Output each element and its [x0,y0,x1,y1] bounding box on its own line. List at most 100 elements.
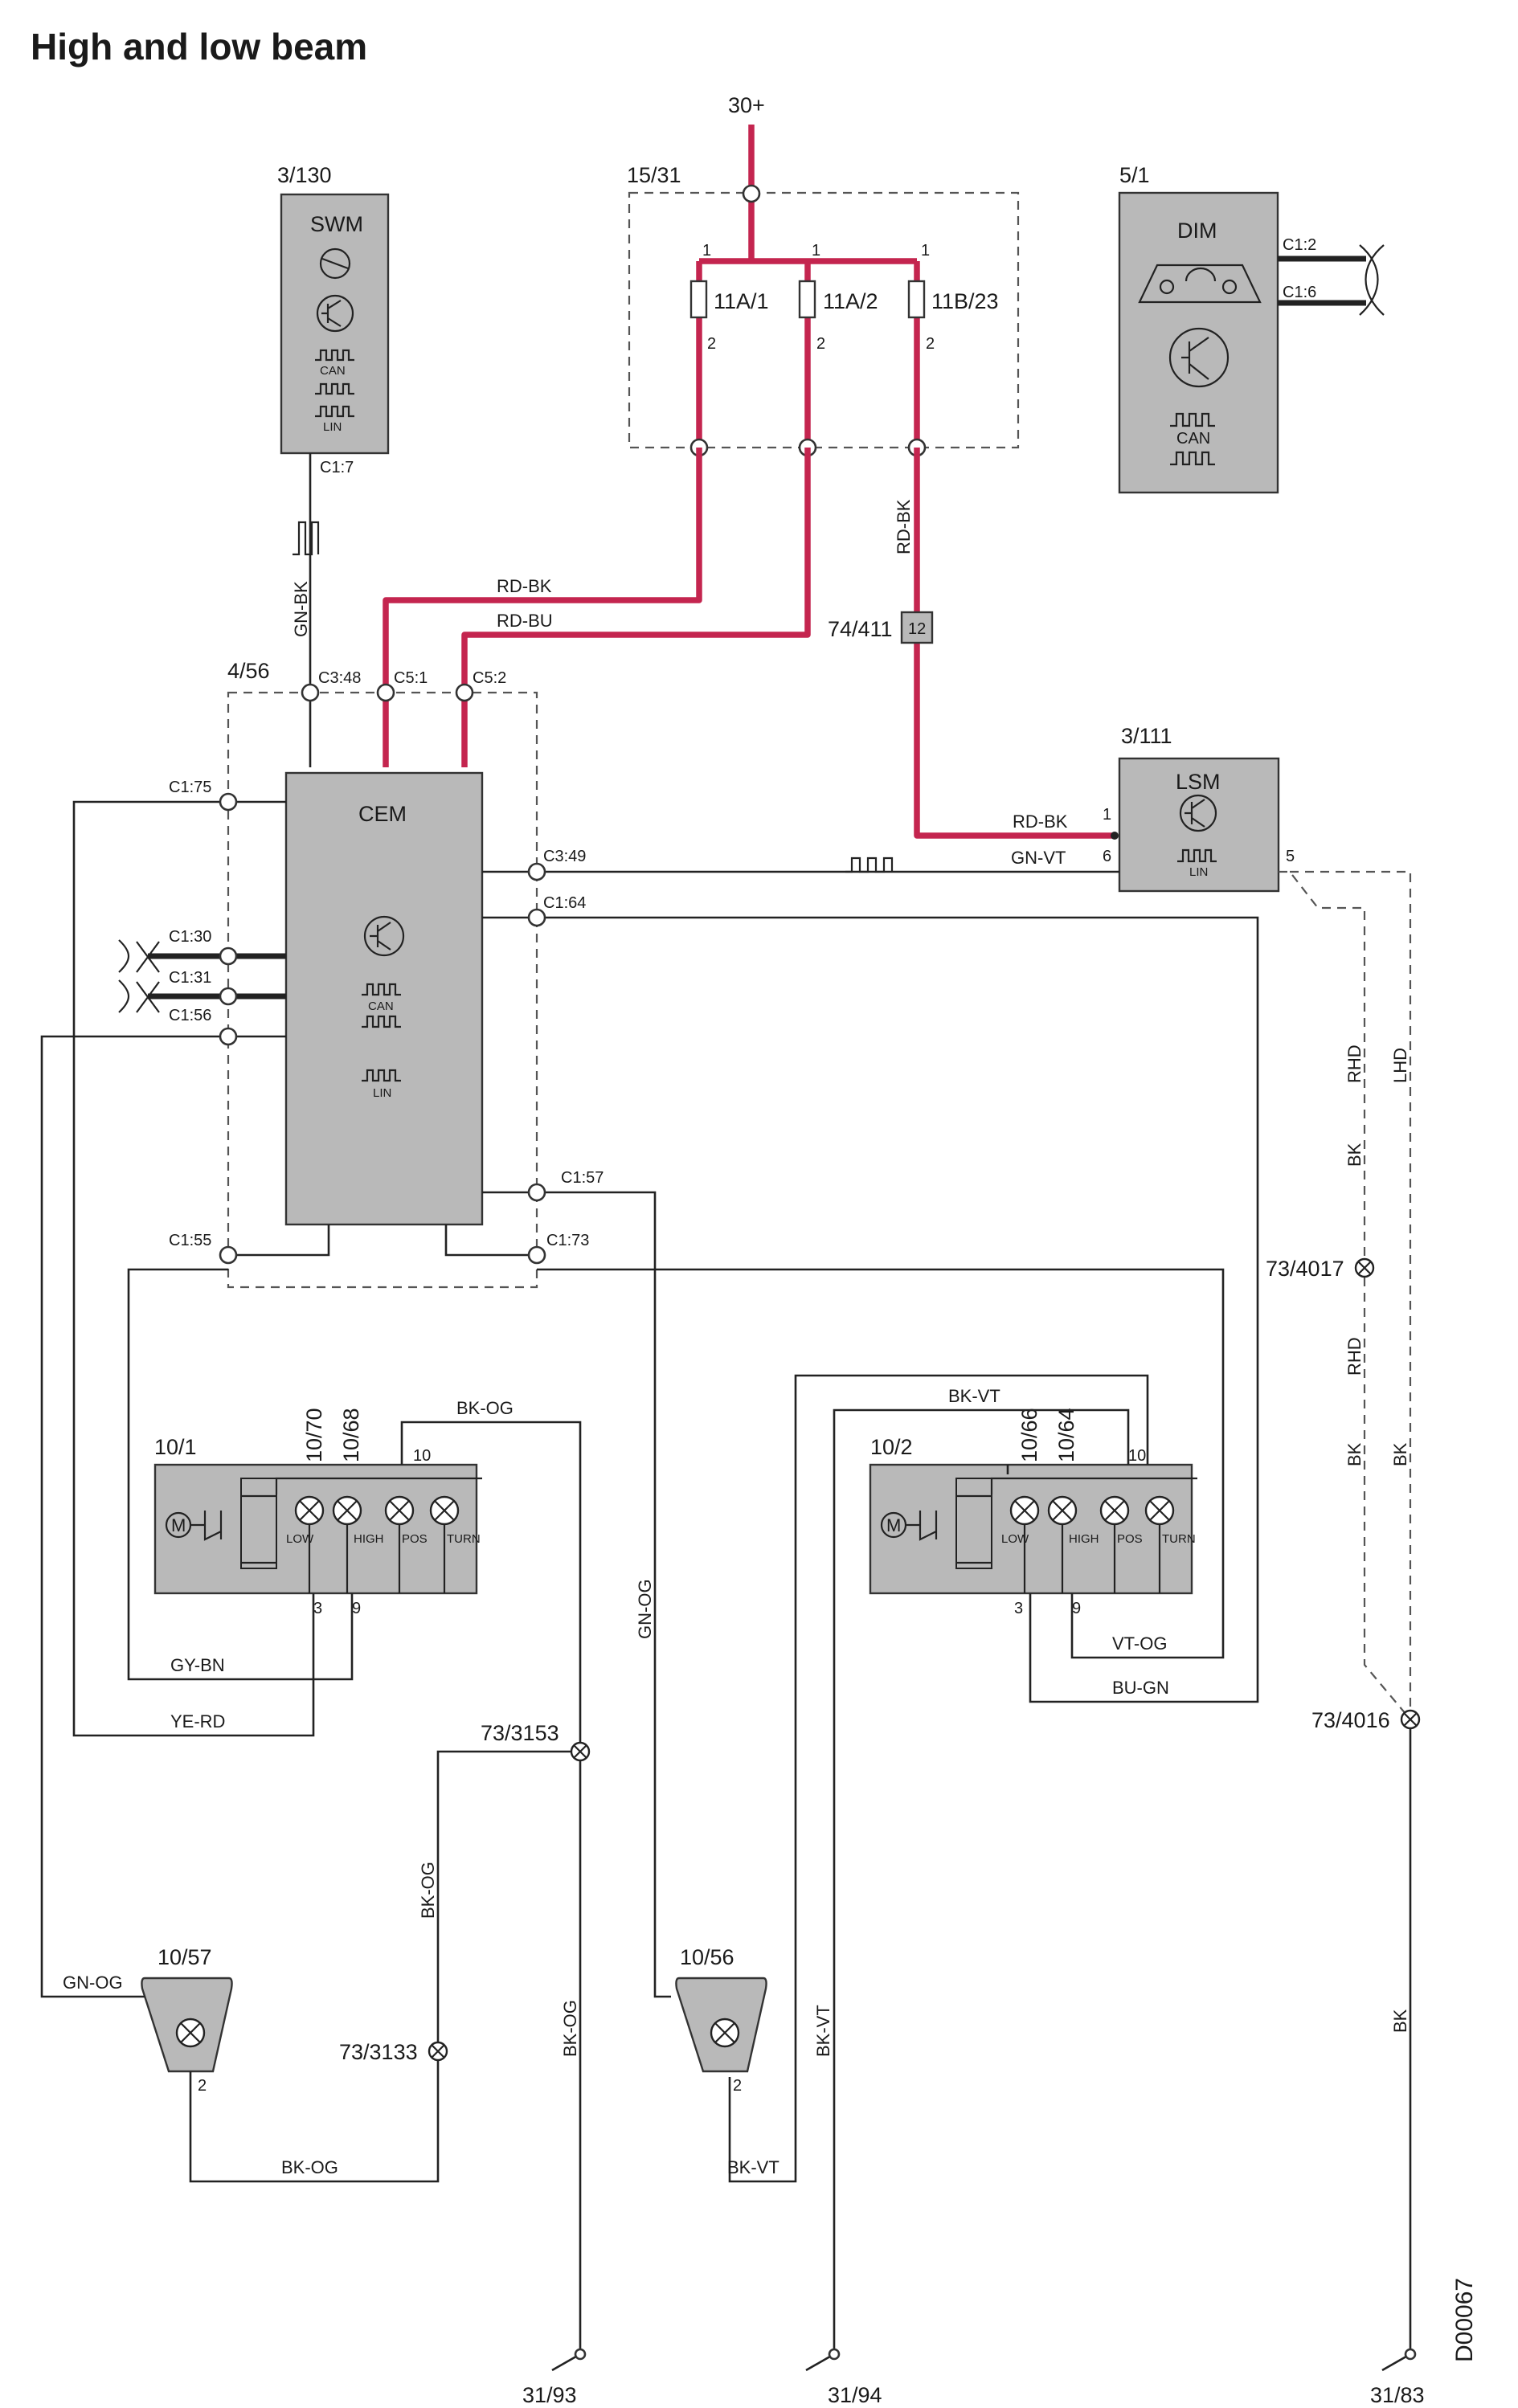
connector-74-411-id: 74/411 [828,617,893,641]
lsm-id: 3/111 [1121,724,1172,748]
dim-id: 5/1 [1119,163,1150,187]
cem-pin-c1-56: C1:56 [169,1007,211,1024]
cem-body [284,771,484,1226]
lin-signal-icon [362,1069,401,1082]
transistor-icon [316,294,354,333]
wire-ye-rd [72,800,315,1737]
lamp-10-57-id: 10/57 [158,1945,212,1969]
dim-body [1118,191,1279,494]
lin-signal-icon-lsm-wire [845,856,894,873]
instrument-cluster-icon [1138,264,1262,304]
headlamp-right-body [869,1463,1193,1595]
dim-pin-c1-2: C1:2 [1283,236,1316,254]
steering-wheel-icon [319,247,351,280]
bulb-10-57-cross [180,2022,201,2043]
wire-gn-og-1 [537,1191,671,1998]
headlamp-left-sub-id-2: 10/68 [339,1408,363,1462]
bulb-pos-right-label: POS [1117,1532,1143,1546]
wire-label-lhd: LHD [1390,1048,1410,1083]
fuse-label-3: 11B/23 [931,289,999,313]
wire-label-rd-bk-2: RD-BK [894,499,914,554]
swm-lin-label: LIN [323,420,342,434]
bulb-high-left-label: HIGH [354,1532,384,1546]
dim-pin-c1-6: C1:6 [1283,284,1316,301]
headlamp-left-id: 10/1 [154,1435,197,1459]
fuse-box-15-31: 30+ 15/31 11A/1 11A/2 11B/23 1 1 1 2 2 2 [627,93,1020,457]
wire-bk-vt-inner [833,1408,1130,2354]
lsm-pin-1-dot [1111,832,1119,840]
lsm-pin-1: 1 [1103,806,1111,824]
bulb-high-left-cross [337,1500,358,1521]
wire-label-vt-og: VT-OG [1112,1633,1167,1654]
cem-pin-c5-2: C5:2 [473,669,506,687]
headlamp-right-sub-id-1: 10/66 [1017,1408,1041,1462]
fuse-pin-in-2: 1 [812,242,820,260]
wire-bk-vt-outer [728,1374,1149,2183]
bulb-high-right-label: HIGH [1069,1532,1099,1546]
headlamp-left-body [153,1463,478,1595]
lamp-10-56-id: 10/56 [680,1945,734,1969]
lsm-module: 3/111 LSM LIN 1 6 5 [1103,724,1295,893]
cem-pin-c1-31: C1:31 [169,969,211,987]
bulb-feed-right [1023,1524,1161,1593]
splice-73-4016: 73/4016 [1311,1708,1421,1732]
connector-74-411-body [900,611,934,644]
cem-pin-c1-30: C1:30 [169,928,211,946]
wire-rd-bk-cem [383,448,702,767]
swm-body [280,193,390,455]
bulb-low-left-label: LOW [286,1532,314,1546]
can-signal-icon [362,983,401,1028]
headlamp-right-actuator-box [955,1478,992,1569]
motor-label-right: M [886,1515,901,1535]
wire-label-bk-vt-3: BK-VT [813,2005,833,2057]
ground-31-93: 31/93 [522,2348,587,2407]
splice-73-3153: 73/3153 [481,1721,591,1762]
cem-pin-connectors [219,683,546,1265]
bulb-bus-right [990,1477,1197,1494]
lamp-10-57-pin: 2 [198,2077,207,2095]
cem-pin-c1-73: C1:73 [546,1232,589,1249]
ground-31-94: 31/94 [828,2348,882,2407]
headlamp-left-pin-9: 9 [352,1600,361,1617]
headlamp-right: 10/2 10/66 10/64 M LOW HIGH POS TURN 10 … [869,1408,1197,1617]
ground-31-83-label: 31/83 [1370,2383,1425,2407]
bulb-turn-right-label: TURN [1162,1532,1196,1546]
lsm-name: LSM [1176,770,1221,794]
headlamp-right-pin-9: 9 [1072,1600,1081,1617]
bulb-low-left-cross [299,1500,320,1521]
headlamp-left-pin-3: 3 [313,1600,322,1617]
swm-name: SWM [310,212,363,236]
wire-label-rhd-2: RHD [1344,1337,1365,1376]
wire-label-ye-rd: YE-RD [170,1711,225,1731]
can-bus-cem [228,953,286,1000]
wire-label-bk-2: BK [1344,1442,1365,1466]
bulb-low-right-cross [1014,1500,1035,1521]
fuse-output-wires [696,317,920,448]
cem-module: 4/56 CEM CAN LIN C3:48 C5:1 C5:2 C1:75 C… [169,659,604,1289]
twisted-pair-icon-cem [136,941,160,1013]
fuse-pin-out-1: 2 [707,335,716,353]
motor-label-left: M [171,1515,186,1535]
bulb-turn-left-label: TURN [447,1532,481,1546]
bulb-feed-left [308,1524,446,1593]
fuse-box-input-connector [742,184,761,203]
wire-label-gn-og-1: GN-OG [635,1579,655,1639]
fuse-pin-out-2: 2 [816,335,825,353]
headlamp-right-pin-3: 3 [1014,1600,1023,1617]
wire-gn-og-2 [40,1035,228,1998]
swm-connector: C1:7 [320,459,354,476]
wire-rhd [1279,870,1411,1720]
fuse-pin-out-3: 2 [926,335,935,353]
bulb-low-right-label: LOW [1001,1532,1029,1546]
connector-74-411-pin: 12 [908,620,926,638]
fuse-2 [798,280,816,319]
can-bus-break-icon [118,939,130,1013]
splice-73-4016-id: 73/4016 [1311,1708,1390,1732]
bulb-turn-right-cross [1149,1500,1170,1521]
wire-gy-bn [127,1268,354,1681]
wire-label-gn-og-2: GN-OG [63,1973,123,1993]
fuse-pin-in-3: 1 [921,242,930,260]
wire-bk-og-left [400,1421,582,2372]
lin-signal-icon [1177,848,1217,863]
wire-rd-bu-cem [461,448,811,767]
